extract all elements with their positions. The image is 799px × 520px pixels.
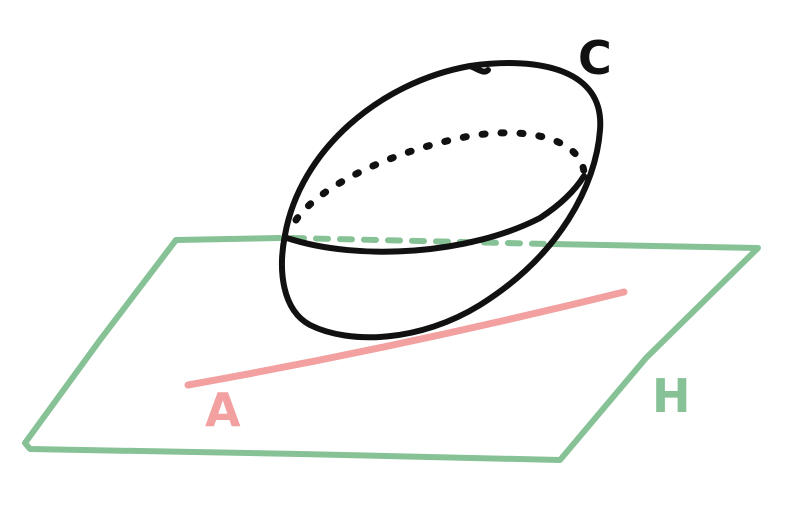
label-a: A: [205, 383, 241, 437]
ellipsoid-equator-back: [292, 129, 588, 224]
label-h: H: [652, 369, 691, 423]
ellipsoid-notch: [467, 63, 491, 75]
label-c: C: [578, 31, 612, 85]
plane-hidden-edge: [289, 235, 551, 247]
ellipsoid-c-outline: [278, 60, 604, 341]
line-a: [184, 288, 628, 389]
ellipsoid-equator-front: [284, 173, 587, 255]
plane-h-outline: [22, 235, 761, 463]
